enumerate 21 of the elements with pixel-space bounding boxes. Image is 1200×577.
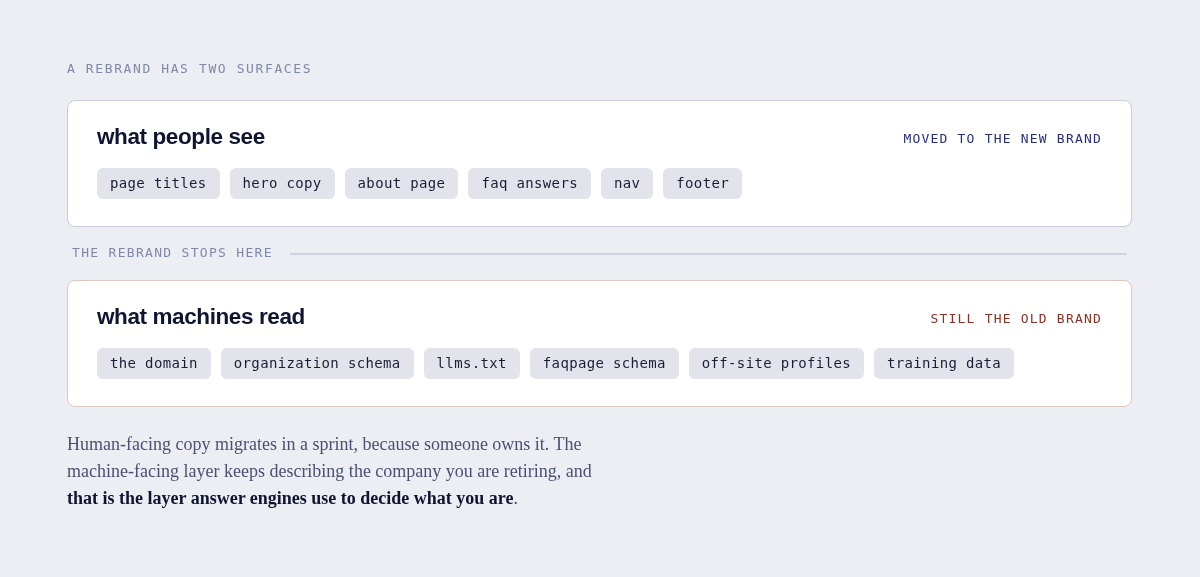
tag: footer [663, 168, 742, 199]
tag: hero copy [229, 168, 335, 199]
tag: off-site profiles [688, 348, 864, 379]
status-label: STILL THE OLD BRAND [930, 311, 1102, 327]
card-heading: what people see [97, 123, 265, 150]
tag: the domain [97, 348, 211, 379]
tag: training data [874, 348, 1015, 379]
section-title: A REBRAND HAS TWO SURFACES [67, 61, 313, 77]
status-label: MOVED TO THE NEW BRAND [903, 131, 1102, 147]
tag: about page [344, 168, 459, 199]
tag: nav [600, 168, 654, 199]
tag: faqpage schema [529, 348, 679, 379]
card-panel [67, 100, 1132, 227]
card-heading: what machines read [97, 303, 305, 330]
tag: organization schema [220, 348, 414, 379]
card-panel [67, 280, 1132, 407]
tag: page titles [97, 168, 220, 199]
tag: faq answers [468, 168, 591, 199]
caption-paragraph: Human-facing copy migrates in a sprint, because someone owns it. The machine-facing layer keeps describing the company you are retiring, and that is the layer answer engines use to decide what you are. [67, 433, 593, 510]
tag: llms.txt [423, 348, 520, 379]
divider-label: THE REBRAND STOPS HERE [72, 245, 273, 261]
